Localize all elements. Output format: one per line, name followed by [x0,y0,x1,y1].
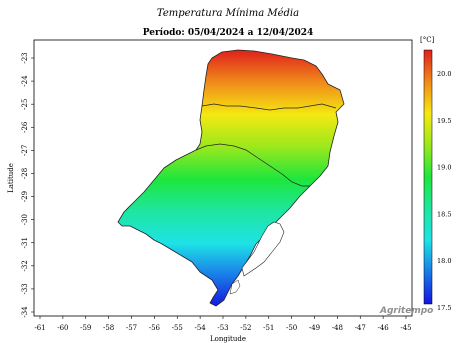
colorbar-tick-label: 17.5 [437,304,451,312]
map-title: Temperatura Mínima Média [156,8,300,19]
y-tick-label: -28 [21,168,29,179]
y-tick-label: -34 [21,306,29,318]
state-border-sc-rs [195,143,310,187]
x-tick-label: -54 [194,324,206,332]
x-tick-label: -53 [217,324,228,332]
y-tick-label: -31 [21,237,29,248]
y-tick-label: -23 [21,52,29,63]
x-tick-label: -56 [149,324,161,332]
x-axis-ticks: -61 -60 -59 -58 -57 -56 -55 -54 -53 -52 -51 -50 -49 -… [34,316,412,332]
y-tick-label: -33 [21,283,29,294]
state-border-pr-sc [201,103,337,111]
colorbar [423,49,433,305]
x-tick-label: -61 [34,324,45,332]
x-tick-label: -60 [57,324,68,332]
x-tick-label: -59 [80,324,91,332]
y-tick-label: -24 [21,75,29,87]
x-tick-label: -58 [103,324,114,332]
colorbar-tick-label: 19.0 [437,164,451,172]
x-axis-label: Longitude [210,335,246,343]
x-tick-label: -57 [126,324,137,332]
y-tick-label: -29 [21,191,29,202]
y-tick-label: -30 [21,214,29,225]
colorbar-tick-label: 18.0 [437,257,451,265]
x-tick-label: -47 [355,324,366,332]
colorbar-ticks: 20.0 19.5 19.0 18.5 18.0 17.5 [437,70,451,312]
x-tick-label: -55 [172,324,183,332]
colorbar-tick-label: 18.5 [437,210,451,218]
colorbar-tick-label: 20.0 [437,70,451,78]
y-tick-label: -26 [21,121,29,133]
small-lagoon [229,279,241,295]
map-subtitle: Período: 05/04/2024 a 12/04/2024 [142,28,314,38]
y-axis-ticks: -23 -24 -25 -26 -27 -28 -29 -30 -31 -32 -33 -34 [21,52,34,318]
y-tick-label: -32 [21,260,29,271]
x-tick-label: -48 [332,324,343,332]
y-axis-label: Latitude [7,163,15,193]
colorbar-unit: [°C] [420,36,435,44]
x-tick-label: -50 [286,324,297,332]
colorbar-tick-label: 19.5 [437,117,451,125]
y-tick-label: -25 [21,99,29,110]
x-tick-label: -45 [400,324,411,332]
x-tick-label: -52 [240,324,251,332]
y-tick-label: -27 [21,145,29,156]
agritempo-logo: Agritempo [380,306,434,316]
x-tick-label: -49 [309,324,320,332]
x-tick-label: -46 [377,324,389,332]
lagoon [241,221,285,277]
x-tick-label: -51 [263,324,274,332]
region-shape [117,49,345,307]
